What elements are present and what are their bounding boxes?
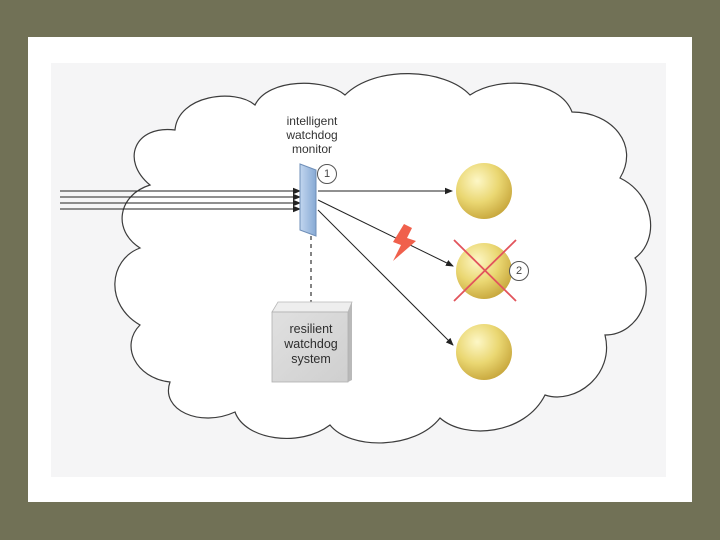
system-label: resilient watchdog system: [276, 322, 346, 367]
system-label-line: system: [291, 352, 331, 366]
callout-2: 2: [509, 261, 529, 281]
cloud-boundary-icon: [114, 73, 652, 444]
system-label-line: resilient: [289, 322, 333, 336]
callout-1: 1: [317, 164, 337, 184]
route-arrow-middle: [317, 199, 454, 267]
watchdog-monitor-device: [299, 163, 317, 237]
monitor-label-line: intelligent: [286, 114, 338, 128]
resilient-system-box: [271, 301, 353, 383]
lightning-bolt-icon: [393, 224, 416, 261]
route-arrow-bottom: [317, 209, 454, 346]
server-node-top: [456, 163, 512, 219]
monitor-label: intelligent watchdog monitor: [262, 114, 362, 156]
monitor-label-line: monitor: [291, 142, 332, 156]
failure-x-icon: [453, 239, 517, 302]
server-node-bottom: [456, 324, 512, 380]
monitor-label-line: watchdog: [286, 128, 338, 142]
system-label-line: watchdog: [284, 337, 338, 351]
